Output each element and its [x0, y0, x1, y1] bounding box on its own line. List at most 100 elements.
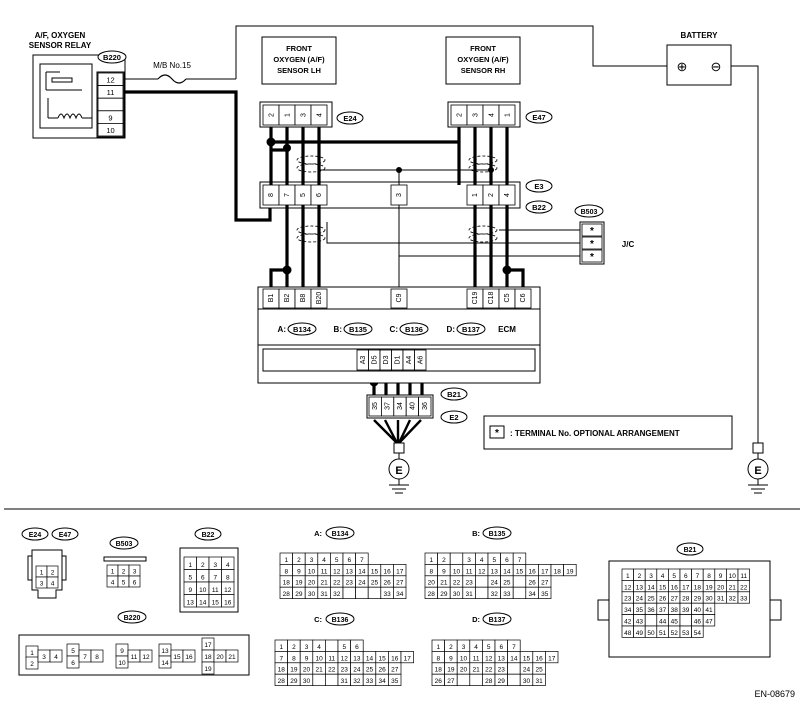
connector-view-pin: 46 [694, 619, 702, 626]
connector-view-pin: 52 [671, 630, 679, 637]
connector-view-pin: 14 [510, 655, 518, 662]
connector-view-pin: 24 [491, 580, 499, 587]
connector-view-pin: 18 [554, 568, 562, 575]
connector-view-badge: B136 [332, 617, 349, 624]
connector-view-pin: 12 [478, 568, 486, 575]
connector-view-pin: 13 [187, 600, 195, 607]
connector-view-pin: 35 [391, 678, 399, 685]
connector-view-pin: 30 [453, 591, 461, 598]
connector-view-pin: 16 [528, 568, 536, 575]
connector-view-pin: 30 [303, 678, 311, 685]
connector-view-pin: 27 [671, 596, 679, 603]
connector-view-pin: 7 [213, 575, 217, 582]
connector-view-pin: 22 [740, 584, 748, 591]
sensor-rh-line3: SENSOR RH [461, 66, 506, 75]
connector-view-pin: 20 [428, 580, 436, 587]
connector-view-pin: 19 [295, 580, 303, 587]
connector-view-pin: 16 [383, 568, 391, 575]
connector-view-pin: 8 [226, 575, 230, 582]
connector-view-pin: 24 [358, 580, 366, 587]
sensor-lh-line1: FRONT [286, 44, 312, 53]
connector-view-pin: 16 [535, 655, 543, 662]
connector-view-pin: 9 [719, 573, 723, 580]
connector-view-pin: 13 [346, 568, 354, 575]
connector-view-pin: 21 [228, 654, 236, 661]
connector-view-pin: 13 [161, 648, 169, 655]
connector-view-pin: 26 [659, 596, 667, 603]
rh-pin-label: 3 [473, 113, 480, 117]
connector-view-pin: 14 [366, 655, 374, 662]
ground-pin-label: 37 [385, 402, 392, 410]
connector-view-pin: 53 [682, 630, 690, 637]
connector-view-pin: 9 [188, 587, 192, 594]
view-prefix: A: [314, 529, 322, 538]
connector-view-pin: 33 [503, 591, 511, 598]
ecm-connector-name: B134 [293, 325, 312, 334]
connector-view-pin: 30 [308, 591, 316, 598]
connector-view-pin: 29 [440, 591, 448, 598]
connector-view-badge: B220 [124, 615, 141, 622]
connector-view-pin: 19 [566, 568, 574, 575]
connector-view-pin: 2 [30, 661, 34, 668]
connector-view-pin: 10 [315, 655, 323, 662]
connector-view-pin: 32 [333, 591, 341, 598]
connector-view-pin: 17 [204, 642, 212, 649]
connector-view-pin: 37 [659, 607, 667, 614]
connector-view-pin: 10 [460, 655, 468, 662]
connector-view-pin: 32 [729, 596, 737, 603]
connector-view-pin: 9 [120, 648, 124, 655]
connector-view-pin: 29 [498, 678, 506, 685]
connector-view-pin: 1 [30, 650, 34, 657]
connector-view-pin: 15 [659, 584, 667, 591]
connector-view-pin: 44 [659, 619, 667, 626]
connector-view-pin: 4 [480, 557, 484, 564]
connector-view-badge: B134 [332, 531, 349, 538]
battery-label: BATTERY [681, 31, 719, 40]
connector-view-pin: 19 [290, 667, 298, 674]
fuse: M/B No.15 [124, 61, 236, 84]
lh-pin-label: 4 [317, 113, 324, 117]
joint-connector: B503 *** J/C [574, 204, 634, 265]
connector-view-badge: B137 [489, 617, 506, 624]
connector-view-pin: 6 [499, 644, 503, 651]
sensor-rh-line2: OXYGEN (A/F) [457, 55, 509, 64]
connector-view-pin: 10 [308, 568, 316, 575]
connector-view-pin: 14 [647, 584, 655, 591]
connector-view-pin: 32 [353, 678, 361, 685]
connector-view-pin: 28 [485, 678, 493, 685]
ground-pin-label: 36 [422, 402, 429, 410]
ground-connector-bottom: E2 [449, 413, 458, 422]
connector-view-pin: 17 [396, 568, 404, 575]
ecm-top-pin-label: C6 [520, 293, 527, 302]
connector-view-pin: 14 [358, 568, 366, 575]
ecm-top-pin-label: B1 [268, 294, 275, 303]
connector-view-pin: 4 [111, 580, 115, 587]
connector-view-pin: 8 [429, 568, 433, 575]
connector-view-pin: 8 [95, 654, 99, 661]
connector-view-pin: 6 [133, 580, 137, 587]
connector-view-pin: 35 [541, 591, 549, 598]
ecm-bottom-pin-label: A3 [360, 356, 367, 365]
connector-view-pin: 47 [705, 619, 713, 626]
connector-view-pin: 7 [279, 655, 283, 662]
battery-minus-icon: ⊖ [711, 59, 722, 74]
sensor-lh-connector: E24 [343, 114, 357, 123]
connector-view-pin: 18 [204, 654, 212, 661]
mid-pin-label: 4 [504, 193, 511, 197]
connector-view-pin: 24 [636, 596, 644, 603]
connector-view-pin: 35 [636, 607, 644, 614]
ecm-top-pin-label: C9 [396, 293, 403, 302]
connector-view-pin: 34 [378, 678, 386, 685]
connector-view-pin: 17 [541, 568, 549, 575]
connector-view-pin: 48 [624, 630, 632, 637]
ground-pin-label: 34 [397, 402, 404, 410]
mid-connector-bottom: B22 [532, 203, 546, 212]
connector-view-pin: 9 [305, 655, 309, 662]
connector-view-pin: 15 [371, 568, 379, 575]
connector-view-pin: 12 [333, 568, 341, 575]
sensor-rh-connector: E47 [532, 113, 545, 122]
connector-view-pin: 3 [305, 644, 309, 651]
connector-view-pin: 43 [636, 619, 644, 626]
